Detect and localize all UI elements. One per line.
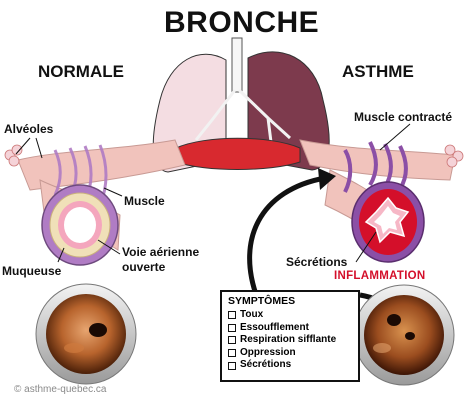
label-muscle-contracte: Muscle contracté (354, 110, 453, 124)
symptoms-box: SYMPTÔMES Toux Essoufflement Respiration… (220, 290, 360, 382)
checkbox-icon (228, 336, 236, 345)
checkbox-icon (228, 311, 236, 320)
trachea (231, 37, 243, 93)
label-inflammation: INFLAMMATION (334, 270, 426, 282)
source-credit: © asthme-quebec.ca (14, 384, 107, 395)
normal-lumen (64, 207, 96, 243)
label-voie-aerienne: Voie aérienne (122, 245, 200, 259)
label-alveoles: Alvéoles (4, 122, 54, 136)
symptom-item: Respiration sifflante (228, 334, 352, 347)
pointer-lines (15, 123, 411, 263)
alveoli-cluster-left (4, 144, 23, 167)
normal-heading: NORMALE (38, 62, 124, 81)
checkbox-icon (228, 349, 236, 358)
symptoms-title: SYMPTÔMES (228, 295, 296, 307)
endoscope-asthma (353, 284, 455, 386)
checkbox-icon (228, 323, 236, 332)
symptom-item: Sécrétions (228, 359, 352, 372)
endoscope-normal (35, 283, 137, 385)
symptom-item: Oppression (228, 347, 352, 360)
label-muscle: Muscle (124, 194, 165, 208)
normal-bronchus (4, 139, 186, 266)
label-muqueuse: Muqueuse (2, 264, 62, 278)
label-secretions: Sécrétions (286, 255, 348, 269)
symptom-item: Essoufflement (228, 322, 352, 335)
checkbox-icon (228, 361, 236, 370)
asthma-heading: ASTHME (342, 62, 414, 81)
symptom-item: Toux (228, 309, 352, 322)
asthma-bronchus (299, 139, 464, 263)
label-ouverte: ouverte (122, 260, 166, 274)
alveoli-cluster-right (444, 144, 464, 168)
diagram-title: BRONCHE (164, 6, 320, 39)
heart (175, 137, 301, 170)
